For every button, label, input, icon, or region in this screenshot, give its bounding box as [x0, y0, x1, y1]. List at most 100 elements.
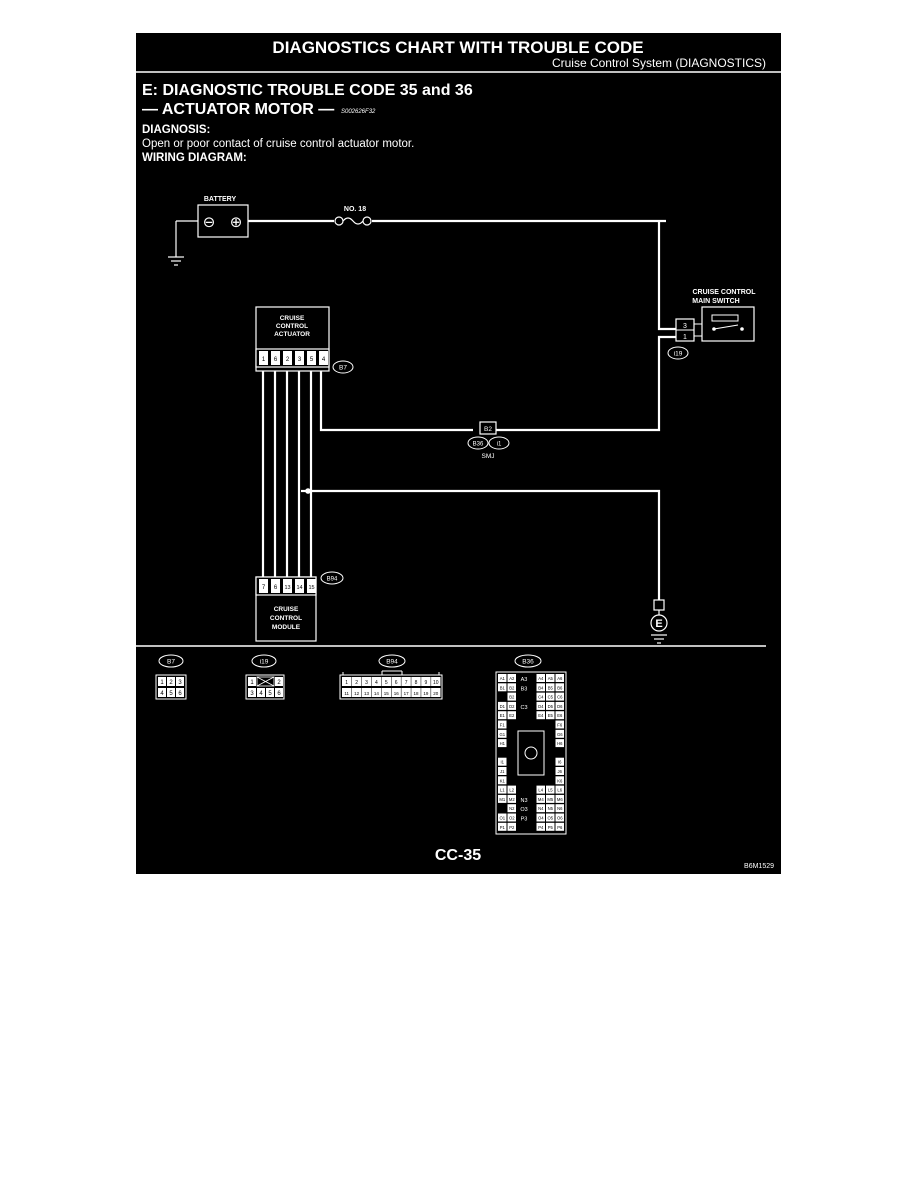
- b36-pin: [555, 822, 564, 831]
- b36-pin: [546, 711, 555, 720]
- b36-pin-label: F6: [557, 723, 563, 728]
- header-subtitle: Cruise Control System (DIAGNOSTICS): [552, 56, 766, 70]
- b36-pin: [498, 720, 507, 729]
- b36-pin-label: A1: [500, 676, 506, 681]
- b7-tag-label: B7: [167, 659, 175, 666]
- actuator-connector-tag-label: B7: [339, 365, 347, 372]
- b7-pin: 1: [160, 680, 164, 686]
- ground-symbol-circle: [650, 614, 668, 632]
- joint-label: SMJ: [482, 453, 495, 460]
- b36-pin: [555, 794, 564, 803]
- b36-pin: [498, 785, 507, 794]
- switch-connector-tag: [667, 346, 689, 360]
- b36-pin-label: A4: [538, 676, 544, 681]
- actuator-pin-label: 6: [274, 357, 278, 363]
- b94-pin: [431, 677, 441, 686]
- b36-pin: [555, 739, 564, 748]
- i19-pin: 1: [250, 680, 254, 686]
- b36-pin-label: E6: [557, 713, 563, 718]
- b36-pin-label: L2: [509, 788, 514, 793]
- joint-connector-pin: B2: [484, 426, 492, 433]
- b94-pin-label: 12: [354, 691, 360, 696]
- b36-pin-label: M6: [557, 797, 563, 802]
- switch-pin-1: 1: [683, 334, 687, 341]
- harness-wires: [261, 371, 313, 581]
- b36-pin: [555, 813, 564, 822]
- b36-pin-label: L6: [557, 788, 562, 793]
- b36-pin-label: B1: [500, 685, 506, 690]
- b36-pin-label: C4: [538, 695, 544, 700]
- main-switch-indicator: [711, 314, 739, 322]
- battery-ground-symbol: [168, 256, 184, 266]
- b94-pin: [351, 677, 362, 686]
- b36-pin-label: H6: [557, 741, 563, 746]
- figure-id: B6M1529: [744, 863, 774, 870]
- joint-connector-box: [479, 421, 497, 435]
- b36-pin-label: B2: [509, 695, 515, 700]
- b36-pin: [507, 692, 516, 701]
- b36-pin-label: A2: [509, 676, 515, 681]
- b36-pin: [507, 674, 516, 682]
- b36-pin-label: M1: [499, 797, 505, 802]
- b36-pin-label: F1: [500, 723, 506, 728]
- b94-pin: [391, 688, 401, 697]
- b36-pin: [536, 711, 545, 720]
- b94-pin: [361, 677, 372, 686]
- b36-center-pin-label: O3: [520, 807, 527, 813]
- actuator-connector-tag: [332, 360, 354, 374]
- module-label-line2: CONTROL: [270, 615, 302, 622]
- b94-pin-label: 16: [394, 691, 400, 696]
- b36-center-pin-label: P3: [521, 817, 528, 823]
- b94-pin: [381, 688, 391, 697]
- b36-pin-label: J1: [500, 769, 505, 774]
- b36-pin-label: K6: [557, 778, 563, 783]
- battery-label: BATTERY: [204, 196, 237, 203]
- b36-pin: [507, 804, 516, 813]
- b36-pin: [546, 804, 555, 813]
- b7-pin: 5: [169, 691, 173, 697]
- b36-pin-label: A6: [557, 676, 563, 681]
- b36-pin: [546, 785, 555, 794]
- b36-pin: [555, 720, 564, 729]
- b36-pin: [498, 674, 507, 682]
- actuator-label-line3: ACTUATOR: [274, 331, 310, 338]
- b94-tag: [378, 654, 406, 668]
- section-ref-code: S002626F32: [341, 109, 376, 115]
- b94-pin-label: 9: [425, 680, 428, 686]
- b36-pin-label: O4: [538, 816, 544, 821]
- b7-pin: 2: [169, 680, 173, 686]
- b94-pin: [411, 688, 421, 697]
- b36-pin-label: E2: [509, 713, 515, 718]
- diagnosis-label: DIAGNOSIS:: [142, 124, 210, 136]
- module-label-line3: MODULE: [272, 624, 301, 631]
- b94-pin-label: 6: [395, 680, 398, 686]
- module-label-line1: CRUISE: [274, 606, 299, 613]
- b7-tag: [158, 654, 184, 668]
- fuse-terminal-right: [362, 216, 372, 226]
- b36-pin: [546, 813, 555, 822]
- actuator-pins: [259, 351, 328, 365]
- b94-pin-label: 18: [413, 691, 419, 696]
- actuator-pin-label: 2: [286, 357, 290, 363]
- module-pin-label: 6: [274, 585, 278, 591]
- module-pin-label: 13: [284, 585, 290, 591]
- b36-pin-label: I6: [558, 760, 562, 765]
- b36-pin: [507, 701, 516, 710]
- b36-pin: [555, 711, 564, 720]
- i19-pin: 5: [268, 691, 272, 697]
- i19-face: [245, 674, 285, 700]
- b36-pin-label: D6: [557, 704, 563, 709]
- b36-pin-label: P6: [557, 825, 563, 830]
- b94-pin: [431, 688, 441, 697]
- module-pin-label: 15: [308, 585, 314, 591]
- wiring-diagram-label: WIRING DIAGRAM:: [142, 152, 247, 164]
- section-title: E: DIAGNOSTIC TROUBLE CODE 35 and 36: [142, 82, 473, 99]
- b94-pin-label: 2: [355, 680, 358, 686]
- b36-center-block: [517, 730, 545, 776]
- b36-pin: [507, 711, 516, 720]
- b36-pin: [536, 683, 545, 692]
- b36-pin-label: M2: [509, 797, 515, 802]
- b94-pin: [401, 677, 411, 686]
- b94-pin: [342, 677, 352, 686]
- joint-tag-2-label: i1: [497, 442, 502, 448]
